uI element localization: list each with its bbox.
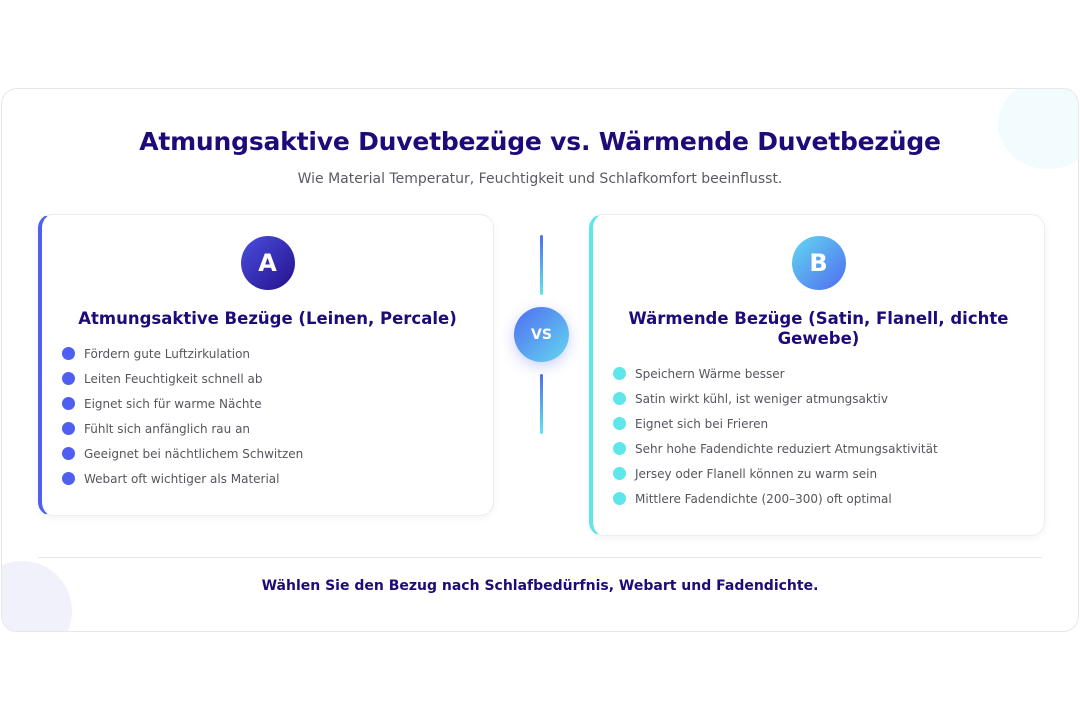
list-item: Mittlere Fadendichte (200–300) oft optim…: [613, 486, 938, 511]
list-item: Webart oft wichtiger als Material: [62, 466, 303, 491]
bullet-dot-icon: [613, 467, 626, 480]
list-item: Fühlt sich anfänglich rau an: [62, 416, 303, 441]
badge-a: A: [240, 236, 295, 290]
list-item-text: Geeignet bei nächtlichem Schwitzen: [84, 446, 304, 461]
feature-list: Speichern Wärme besser Satin wirkt kühl,…: [613, 361, 938, 511]
list-item-text: Eignet sich bei Frieren: [635, 416, 769, 431]
subtitle: Wie Material Temperatur, Feuchtigkeit un…: [297, 171, 783, 187]
footer-note: Wählen Sie den Bezug nach Schlafbedürfni…: [261, 578, 819, 594]
list-item-text: Webart oft wichtiger als Material: [84, 471, 280, 486]
list-item-text: Sehr hohe Fadendichte reduziert Atmungsa…: [635, 441, 938, 456]
list-item-text: Speichern Wärme besser: [635, 366, 785, 381]
decorative-circle: [2, 561, 72, 631]
divider-line-top: [540, 235, 543, 295]
list-item: Satin wirkt kühl, ist weniger atmungsakt…: [613, 386, 938, 411]
divider: [38, 557, 1042, 558]
page-title: Atmungsaktive Duvetbezüge vs. Wärmende D…: [139, 127, 941, 156]
list-item: Fördern gute Luftzirkulation: [62, 341, 303, 366]
list-item: Sehr hohe Fadendichte reduziert Atmungsa…: [613, 436, 938, 461]
list-item-text: Fühlt sich anfänglich rau an: [84, 421, 251, 436]
bullet-dot-icon: [613, 417, 626, 430]
list-item-text: Mittlere Fadendichte (200–300) oft optim…: [635, 491, 892, 506]
bullet-dot-icon: [62, 397, 75, 410]
list-item-text: Fördern gute Luftzirkulation: [84, 346, 251, 361]
list-item-text: Satin wirkt kühl, ist weniger atmungsakt…: [635, 391, 888, 406]
list-item: Eignet sich für warme Nächte: [62, 391, 303, 416]
divider-line-bottom: [540, 374, 543, 434]
card-warming: B Wärmende Bezüge (Satin, Flanell, dicht…: [589, 214, 1045, 536]
bullet-dot-icon: [613, 392, 626, 405]
list-item-text: Jersey oder Flanell können zu warm sein: [635, 466, 878, 481]
bullet-dot-icon: [62, 372, 75, 385]
list-item-text: Eignet sich für warme Nächte: [84, 396, 262, 411]
bullet-dot-icon: [613, 442, 626, 455]
bullet-dot-icon: [613, 492, 626, 505]
bullet-dot-icon: [62, 447, 75, 460]
bullet-dot-icon: [613, 367, 626, 380]
card-title: Wärmende Bezüge (Satin, Flanell, dichte …: [628, 309, 1009, 348]
card-title: Atmungsaktive Bezüge (Leinen, Percale): [78, 309, 457, 328]
card-breathable: A Atmungsaktive Bezüge (Leinen, Percale)…: [38, 214, 494, 516]
comparison-panel: Atmungsaktive Duvetbezüge vs. Wärmende D…: [1, 88, 1079, 632]
list-item: Speichern Wärme besser: [613, 361, 938, 386]
list-item-text: Leiten Feuchtigkeit schnell ab: [84, 371, 263, 386]
bullet-dot-icon: [62, 422, 75, 435]
list-item: Geeignet bei nächtlichem Schwitzen: [62, 441, 303, 466]
list-item: Jersey oder Flanell können zu warm sein: [613, 461, 938, 486]
badge-b: B: [791, 236, 846, 290]
list-item: Eignet sich bei Frieren: [613, 411, 938, 436]
bullet-dot-icon: [62, 347, 75, 360]
vs-badge: VS: [514, 307, 569, 362]
list-item: Leiten Feuchtigkeit schnell ab: [62, 366, 303, 391]
feature-list: Fördern gute Luftzirkulation Leiten Feuc…: [62, 341, 303, 491]
bullet-dot-icon: [62, 472, 75, 485]
